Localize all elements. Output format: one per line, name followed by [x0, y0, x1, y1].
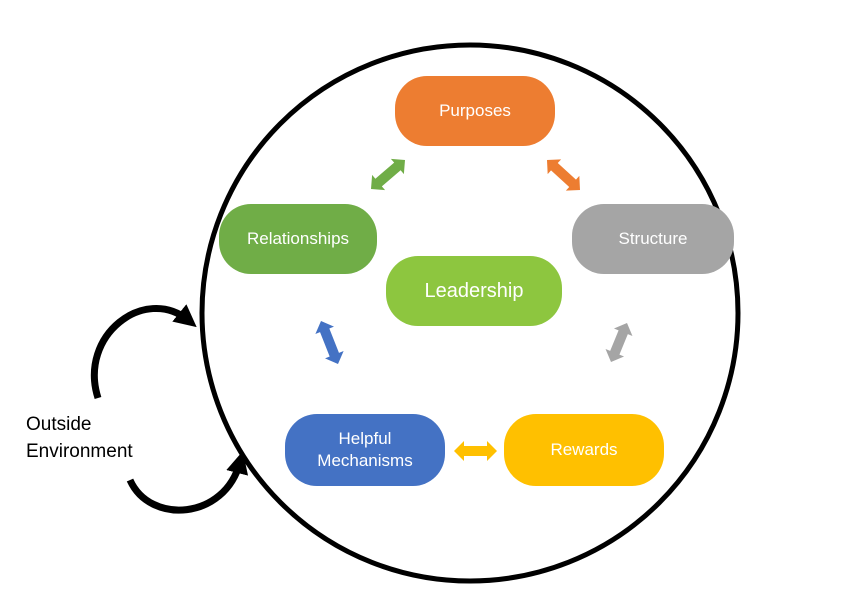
outside-bottom-curved-arrow-icon: [126, 451, 249, 514]
outside-environment-label: Outside Environment: [26, 411, 133, 465]
purposes-node: Purposes: [395, 76, 555, 146]
purposes-label: Purposes: [439, 101, 511, 120]
structure-label: Structure: [618, 229, 688, 248]
rewards-node: Rewards: [504, 414, 664, 486]
outside-top-curved-arrow-icon: [90, 304, 197, 400]
helpful-mechanisms-node: Helpful Mechanisms: [285, 414, 445, 486]
outside-label-line1: Outside: [26, 414, 92, 435]
structure-node: Structure: [572, 204, 734, 274]
mechanisms-relationships-double-arrow-icon: [315, 321, 344, 365]
rewards-label: Rewards: [550, 440, 618, 459]
relationships-label: Relationships: [246, 229, 350, 248]
connector-arrows: [315, 158, 633, 461]
leadership-label: Leadership: [424, 280, 524, 302]
relationships-node: Relationships: [219, 204, 377, 274]
relationships-purposes-double-arrow-icon: [371, 158, 405, 191]
outside-label-line2: Environment: [26, 441, 133, 462]
structure-rewards-double-arrow-icon: [605, 323, 633, 362]
leadership-node: Leadership: [386, 256, 562, 326]
organization-boundary-circle: [199, 42, 741, 584]
helpful-mechanisms-label-line1: Helpful: [338, 429, 392, 448]
purposes-structure-double-arrow-icon: [547, 159, 580, 191]
helpful-mechanisms-label-line2: Mechanisms: [317, 451, 413, 470]
rewards-mechanisms-double-arrow-icon: [454, 441, 497, 461]
